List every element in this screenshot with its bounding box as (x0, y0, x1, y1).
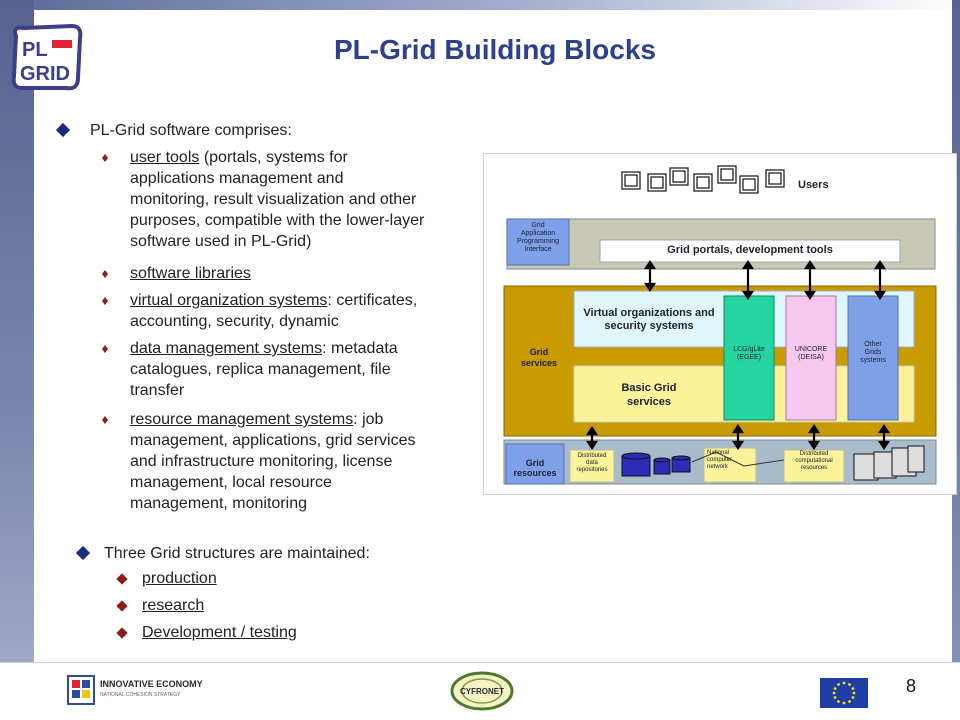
item-text: applications management and (130, 170, 344, 187)
link-resource-management[interactable]: resource management systems (130, 411, 354, 428)
bullet-diamond-icon (75, 545, 91, 561)
users-terminals-icon (621, 165, 785, 194)
structure-item-research: research (116, 595, 205, 616)
item-text: management, monitoring (130, 495, 307, 512)
left-frame-bar (0, 0, 34, 720)
sub-bullet-icon (102, 297, 108, 305)
unicore-label: UNICORE(DEISA) (794, 346, 828, 361)
link-data-management[interactable]: data management systems (130, 340, 323, 357)
cyfronet-logo: CYFRONET (450, 671, 514, 711)
api-box (506, 218, 570, 266)
link-vo-systems[interactable]: virtual organization systems (130, 292, 328, 309)
eu-flag-icon (820, 678, 868, 708)
item-text: : job (353, 411, 384, 428)
innovative-economy-text: INNOVATIVE ECONOMY (100, 679, 203, 689)
item-text: management, applications, grid services (130, 432, 416, 449)
comp-resources-box (783, 449, 845, 483)
storage-icon (621, 452, 691, 477)
item-text: : certificates, (327, 292, 418, 309)
arrows (585, 260, 891, 450)
innovative-economy-logo-icon (67, 675, 95, 705)
link-software-libraries[interactable]: software libraries (130, 265, 251, 282)
structure-item-development: Development / testing (116, 622, 297, 643)
sub-bullet-icon (102, 345, 108, 353)
link-development[interactable]: Development / testing (142, 624, 297, 641)
bullet-diamond-icon (116, 600, 128, 612)
bullet-diamond-icon (55, 122, 71, 138)
item-text: management, local resource (130, 474, 332, 491)
item-text: (portals, systems for (199, 149, 348, 166)
bullet-diamond-icon (116, 573, 128, 585)
data-repos-box (569, 449, 615, 483)
page-title: PL-Grid Building Blocks (333, 34, 656, 65)
users-label: Users (798, 179, 829, 191)
cyfronet-text: CYFRONET (460, 687, 504, 696)
main-bullet: PL-Grid software comprises: (55, 120, 292, 141)
link-production[interactable]: production (142, 570, 217, 587)
sub-bullet-icon (102, 416, 108, 424)
logo-text-pl: PL (22, 39, 48, 61)
item-vo-systems: virtual organization systems: certificat… (102, 290, 482, 332)
item-text: transfer (130, 382, 185, 399)
pl-grid-logo: PL GRID (11, 23, 83, 91)
logo-text-grid: GRID (20, 63, 70, 85)
item-text: catalogues, replica management, file (130, 361, 391, 378)
sub-bullet-icon (102, 154, 108, 162)
structures-bullet: Three Grid structures are maintained: (75, 543, 370, 564)
servers-icon (853, 445, 925, 481)
portals-label: Grid portals, development tools (667, 244, 833, 256)
intro-text: PL-Grid software comprises: (90, 122, 292, 139)
other-grids-column (847, 295, 899, 421)
page-number: 8 (906, 676, 917, 696)
item-text: monitoring, result visualization and oth… (130, 191, 417, 208)
item-text: and infrastructure monitoring, license (130, 453, 393, 470)
top-frame-bar (0, 0, 960, 10)
lcg-column (723, 295, 775, 421)
lcg-label: LCG/gLite(EGEE) (733, 346, 765, 361)
item-text: software used in PL-Grid) (130, 233, 312, 250)
bullet-diamond-icon (116, 627, 128, 639)
item-resource-management: resource management systems: job managem… (102, 409, 482, 514)
item-data-management: data management systems: metadata catalo… (102, 338, 482, 401)
grid-resources-box (505, 443, 565, 485)
cohesion-strategy-text: NATIONAL COHESION STRATEGY (100, 692, 181, 698)
item-software-libraries: software libraries (102, 263, 251, 284)
sub-bullet-icon (102, 270, 108, 278)
unicore-column (785, 295, 837, 421)
structure-item-production: production (116, 568, 217, 589)
link-user-tools[interactable]: user tools (130, 149, 200, 166)
item-user-tools: user tools (portals, systems for applica… (102, 147, 482, 252)
item-text: purposes, compatible with the lower-laye… (130, 212, 425, 229)
network-line (691, 451, 785, 467)
portals-box (599, 239, 901, 263)
logo-flag (52, 40, 72, 48)
structures-intro: Three Grid structures are maintained: (104, 545, 370, 562)
item-text: : metadata (322, 340, 398, 357)
link-research[interactable]: research (142, 597, 205, 614)
diagram-graphic (503, 165, 937, 485)
item-text: accounting, security, dynamic (130, 313, 339, 330)
